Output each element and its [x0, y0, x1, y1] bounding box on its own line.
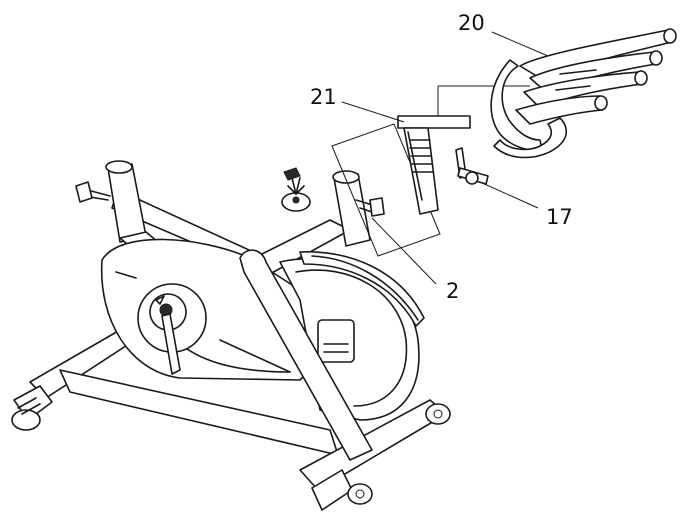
- curved-fender: [299, 251, 425, 327]
- leader-17: [479, 181, 539, 209]
- resistance-knob: [281, 167, 311, 212]
- seat-post-housing: [75, 160, 147, 243]
- callout-label-2: 2: [446, 279, 459, 303]
- front-post: [239, 249, 373, 461]
- handlebar-post-sleeve: [332, 170, 385, 247]
- leader-2: [371, 217, 437, 285]
- exercise-bike-frame: [11, 160, 451, 511]
- front-stabilizer: [299, 399, 451, 511]
- crank-assembly: [137, 283, 207, 375]
- explode-guide-box: [331, 123, 441, 257]
- callout-label-17: 17: [546, 205, 573, 229]
- leader-21: [341, 101, 405, 123]
- knob-guide-line: [437, 85, 530, 116]
- lower-frame-tube: [59, 369, 339, 456]
- handlebar: [490, 28, 677, 159]
- rear-stabilizer: [11, 329, 133, 431]
- leader-20: [491, 31, 549, 57]
- adjustment-knob: [455, 147, 489, 185]
- callout-label-20: 20: [458, 11, 485, 35]
- callout-label-21: 21: [310, 85, 337, 109]
- handlebar-post: [397, 115, 471, 215]
- callout-leaders: [341, 31, 549, 285]
